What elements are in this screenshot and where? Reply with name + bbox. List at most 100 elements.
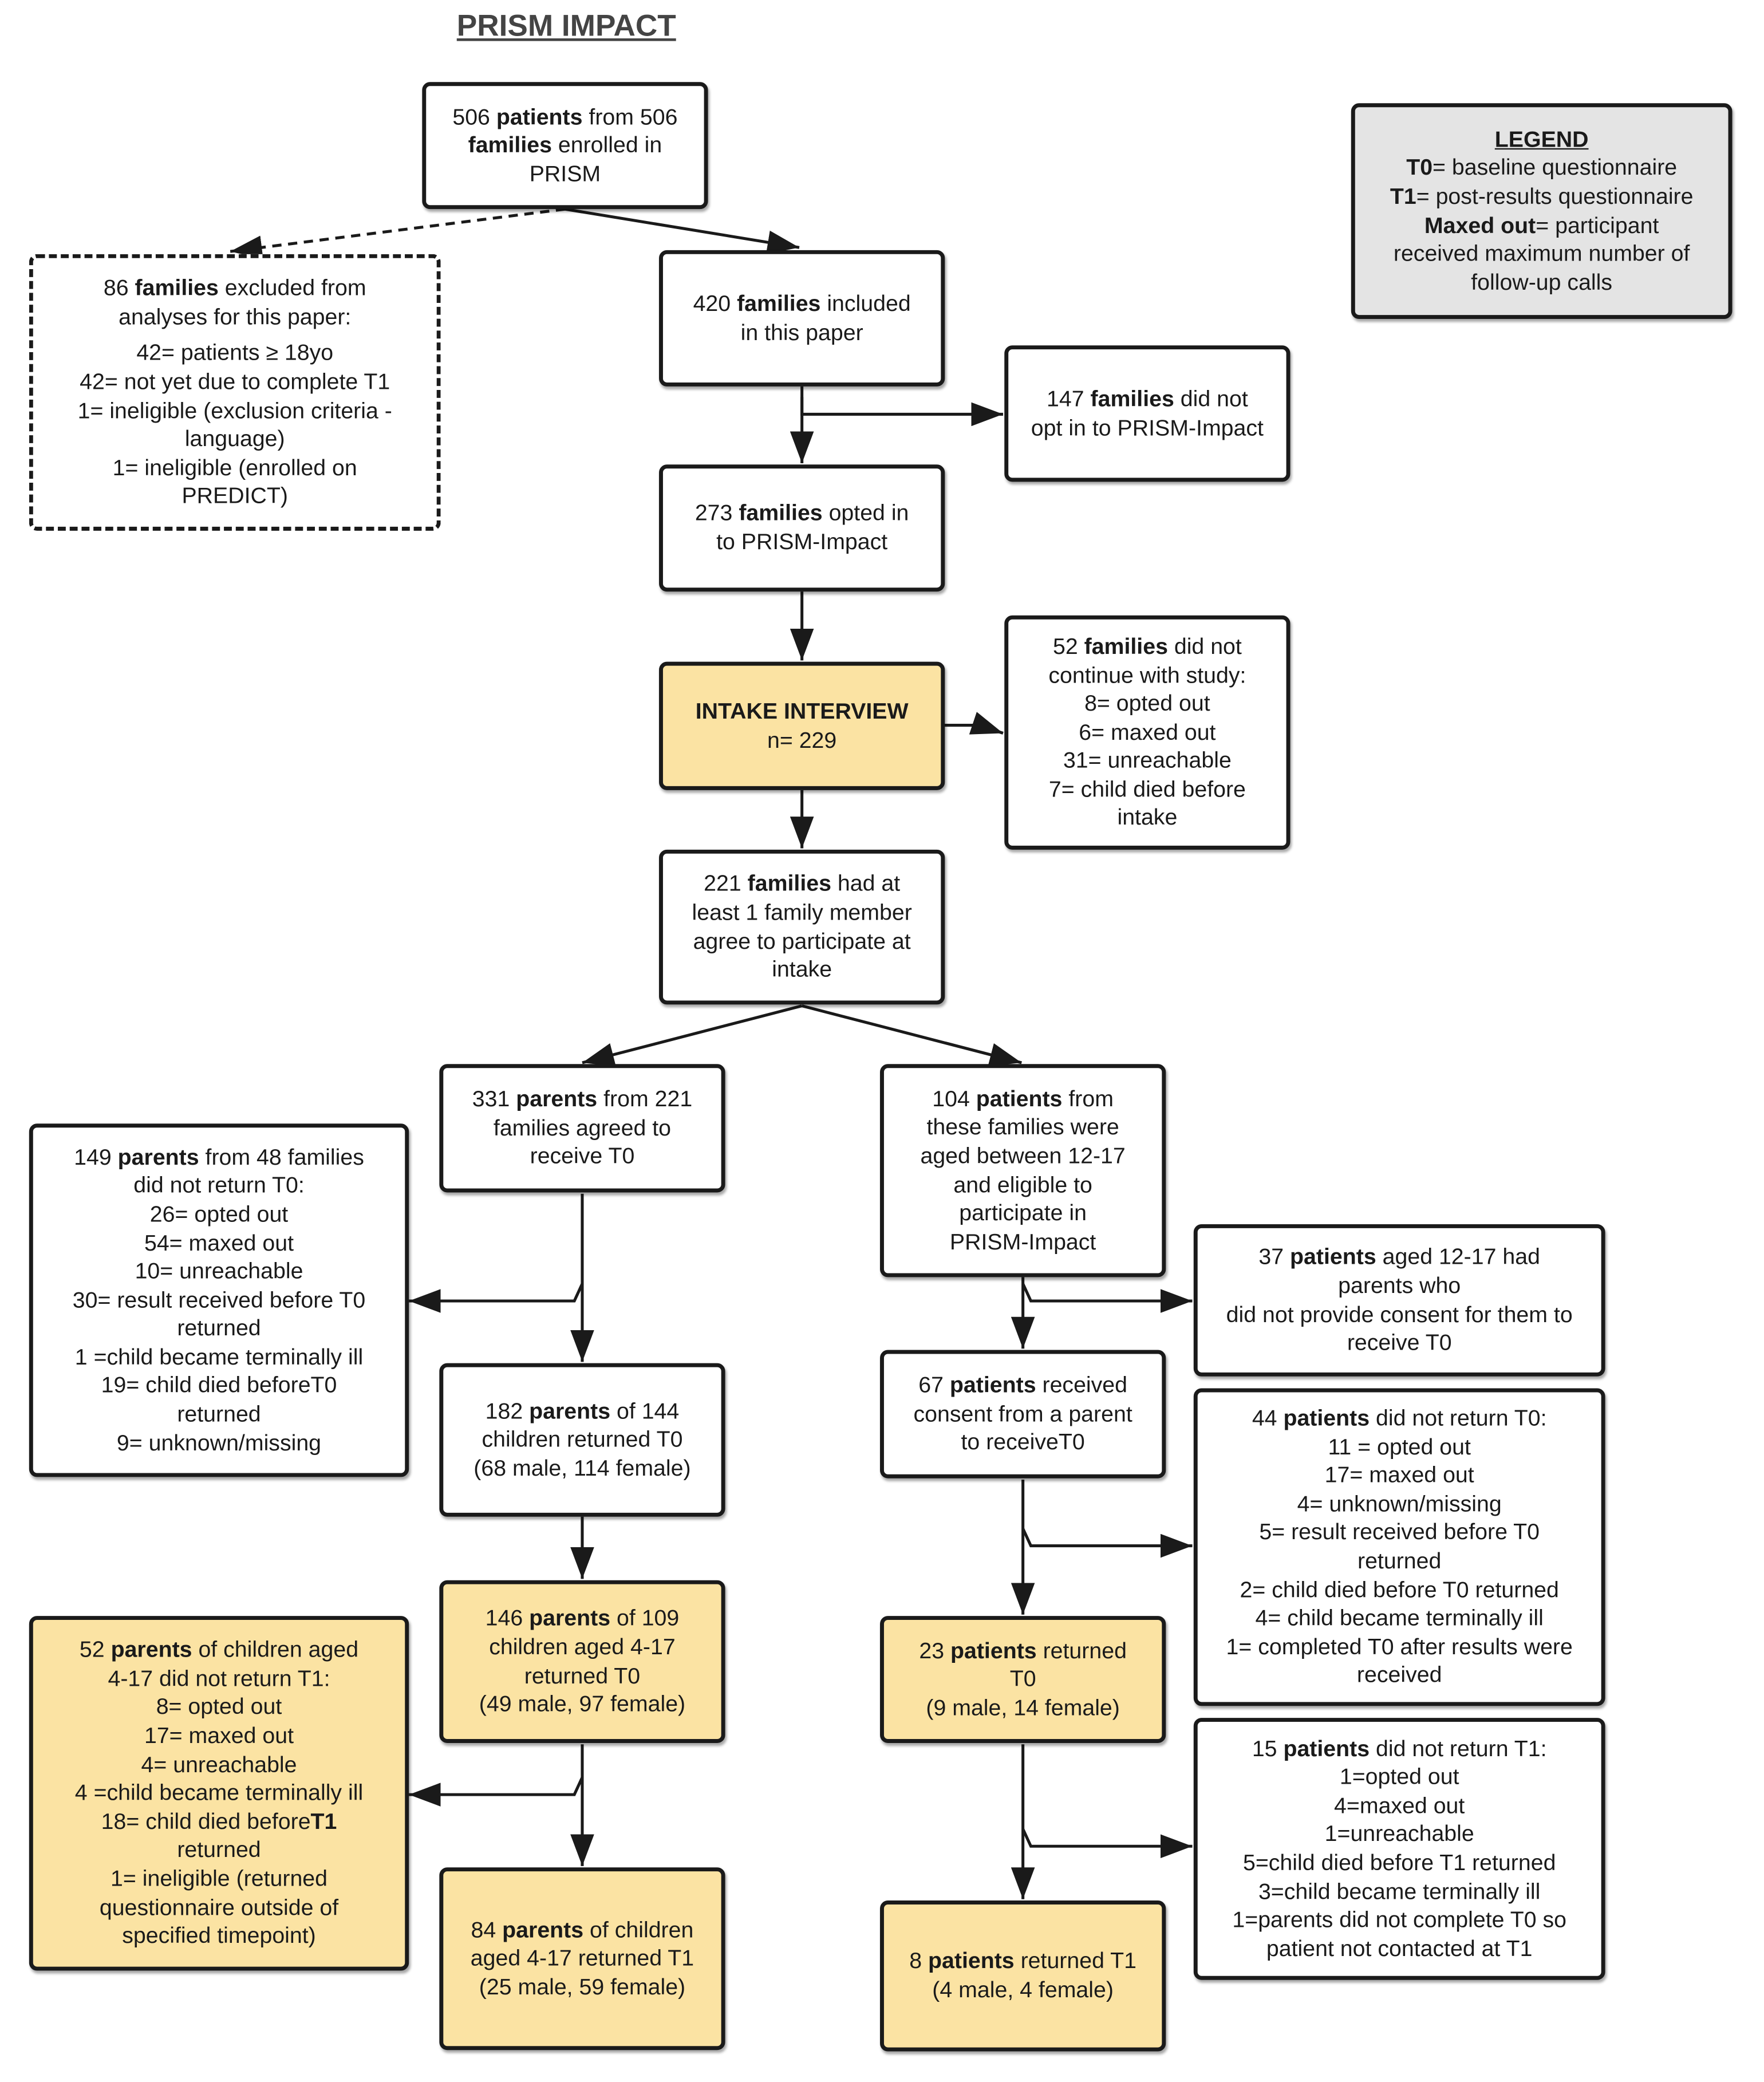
node-parents-no-t0-line: 30= result received before T0 <box>72 1287 366 1313</box>
node-patients-no-t0: 44 patients did not return T0:11 = opted… <box>1193 1388 1605 1706</box>
arrow-4-17-to-no-t1 <box>409 1777 584 1807</box>
intake-title: INTAKE INTERVIEW <box>695 699 909 724</box>
legend-line: follow-up calls <box>1471 269 1613 295</box>
node-patients-no-t1-line: 15 patients did not return T1: <box>1252 1736 1547 1761</box>
node-parents-4-17-t0-line: 146 parents of 109 <box>485 1606 680 1631</box>
node-parents-no-t0-line: 54= maxed out <box>144 1230 294 1256</box>
node-no-consent: 37 patients aged 12-17 had parents who did… <box>1193 1224 1605 1377</box>
node-excluded-reason: PREDICT) <box>181 483 288 509</box>
node-patients-no-t0-line: 5= result received before T0 <box>1259 1520 1540 1545</box>
node-not-opt-in: 147 families did not opt in to PRISM-Impa… <box>1004 345 1291 482</box>
node-patients-eligible-line: aged between 12-17 <box>920 1143 1126 1169</box>
node-parents-t1-line: (25 male, 59 female) <box>479 1974 686 2000</box>
node-parents-no-t1-line: 4= unreachable <box>141 1752 297 1777</box>
node-patients-no-t0-line: 4= child became terminally ill <box>1255 1606 1544 1631</box>
node-no-consent-line: receive T0 <box>1347 1330 1452 1355</box>
node-patients-no-t1-line: 5=child died before T1 returned <box>1242 1850 1556 1876</box>
node-parents-no-t0-line: returned <box>177 1316 261 1342</box>
node-not-continue: 52 families did not continue with study: 8… <box>1004 615 1291 850</box>
node-not-opt-in-line: opt in to PRISM-Impact <box>1031 415 1264 440</box>
node-patients-no-t0-line: 44 patients did not return T0: <box>1252 1405 1547 1431</box>
node-patients-t1-line: 8 patients returned T1 <box>909 1949 1137 1974</box>
node-no-consent-line: parents who <box>1338 1273 1461 1299</box>
node-patients-no-t0-line: received <box>1356 1662 1442 1688</box>
node-parents-t1-line: 84 parents of children <box>471 1917 694 1943</box>
node-excluded-head-line: analyses for this paper: <box>119 303 352 329</box>
legend-title: LEGEND <box>1494 127 1589 152</box>
node-included-line: in this paper <box>740 320 863 345</box>
node-excluded-reason: 1= ineligible (exclusion criteria - <box>77 397 392 423</box>
node-parents-agreed-line: receive T0 <box>530 1143 635 1169</box>
node-not-continue-line: 31= unreachable <box>1063 748 1232 774</box>
node-patients-no-t1-line: 4=maxed out <box>1334 1793 1465 1819</box>
node-parents-no-t0-line: 26= opted out <box>149 1201 289 1227</box>
arrow-included-to-not-opt-in <box>800 397 1003 427</box>
node-no-consent-line: 37 patients aged 12-17 had <box>1258 1244 1540 1270</box>
node-parents-4-17-t0-line: (49 male, 97 female) <box>479 1691 686 1717</box>
node-no-consent-line: did not provide consent for them to <box>1226 1302 1573 1327</box>
node-not-opt-in-line: 147 families did not <box>1047 386 1248 412</box>
node-intake-interview: INTAKE INTERVIEW n= 229 <box>659 661 945 790</box>
node-patients-no-t1-line: 1=parents did not complete T0 so <box>1232 1907 1567 1933</box>
node-patients-consent-line: 67 patients received <box>918 1373 1128 1398</box>
arrow-parents-to-no-t0 <box>409 1283 584 1313</box>
node-patients-eligible: 104 patients from these families were aged… <box>880 1064 1166 1277</box>
node-excluded-head-line: 86 families excluded from <box>103 275 366 301</box>
node-patients-t1: 8 patients returned T1 (4 male, 4 female) <box>880 1900 1166 2052</box>
arrow-returned-t0-to-no-t1 <box>1021 1828 1193 1859</box>
arrow-enrolled-to-excluded <box>230 207 566 259</box>
node-excluded-reason: 1= ineligible (enrolled on <box>112 455 357 480</box>
node-patients-no-t1: 15 patients did not return T1: 1=opted ou… <box>1193 1718 1605 1980</box>
node-patients-no-t1-line: patient not contacted at T1 <box>1266 1935 1533 1961</box>
node-parents-no-t1-line: 8= opted out <box>156 1694 282 1720</box>
node-patients-no-t0-line: 4= unknown/missing <box>1297 1491 1502 1517</box>
node-opted-in-line: to PRISM-Impact <box>716 529 888 555</box>
arrow-agree-to-parents <box>582 1004 803 1067</box>
node-parents-no-t0-line: did not return T0: <box>133 1173 305 1198</box>
node-patients-t1-line: (4 male, 4 female) <box>932 1977 1114 2002</box>
arrow-consent-to-no-t0 <box>1021 1528 1193 1558</box>
node-parents-no-t0-line: 149 parents from 48 families <box>74 1144 364 1170</box>
node-excluded-reason: 42= patients ≥ 18yo <box>136 340 334 366</box>
node-parents-no-t1-line: 17= maxed out <box>144 1723 294 1749</box>
node-not-continue-line: 8= opted out <box>1084 691 1210 716</box>
node-parents-no-t0-line: 10= unreachable <box>135 1259 303 1284</box>
legend-item: T1= post-results questionnaire <box>1390 184 1694 209</box>
node-not-continue-line: 52 families did not <box>1052 633 1242 659</box>
node-agree-intake-line: agree to participate at <box>693 928 911 954</box>
node-parents-no-t0-line: 19= child died beforeT0 <box>101 1373 337 1398</box>
node-parents-4-17-t0-line: returned T0 <box>524 1663 641 1689</box>
node-patients-eligible-line: 104 patients from <box>932 1086 1114 1111</box>
node-patients-consent-line: consent from a parent <box>913 1401 1132 1426</box>
node-parents-no-t1-line: 18= child died beforeT1 <box>101 1809 337 1834</box>
node-patients-no-t1-line: 1=opted out <box>1339 1764 1459 1790</box>
node-excluded-reason: 42= not yet due to complete T1 <box>80 369 390 395</box>
node-patients-no-t0-line: 2= child died before T0 returned <box>1240 1577 1559 1603</box>
arrow-patients-to-no-consent <box>1021 1283 1193 1313</box>
node-patients-eligible-line: PRISM-Impact <box>949 1229 1096 1255</box>
node-parents-no-t1-line: 1= ineligible (returned <box>111 1866 328 1891</box>
node-parents-no-t1-line: returned <box>177 1837 261 1863</box>
node-patients-returned-t0-line: T0 <box>1009 1666 1036 1692</box>
node-not-continue-line: 7= child died before <box>1048 776 1246 802</box>
node-parents-returned-t0-line: children returned T0 <box>482 1427 683 1452</box>
node-patients-eligible-line: these families were <box>926 1114 1119 1140</box>
node-parents-returned-t0-line: (68 male, 114 female) <box>473 1455 691 1481</box>
intake-count: n= 229 <box>767 727 837 752</box>
node-patients-returned-t0-line: 23 patients returned <box>919 1638 1127 1663</box>
node-patients-returned-t0-line: (9 male, 14 female) <box>926 1695 1120 1721</box>
node-not-continue-line: continue with study: <box>1048 662 1246 688</box>
